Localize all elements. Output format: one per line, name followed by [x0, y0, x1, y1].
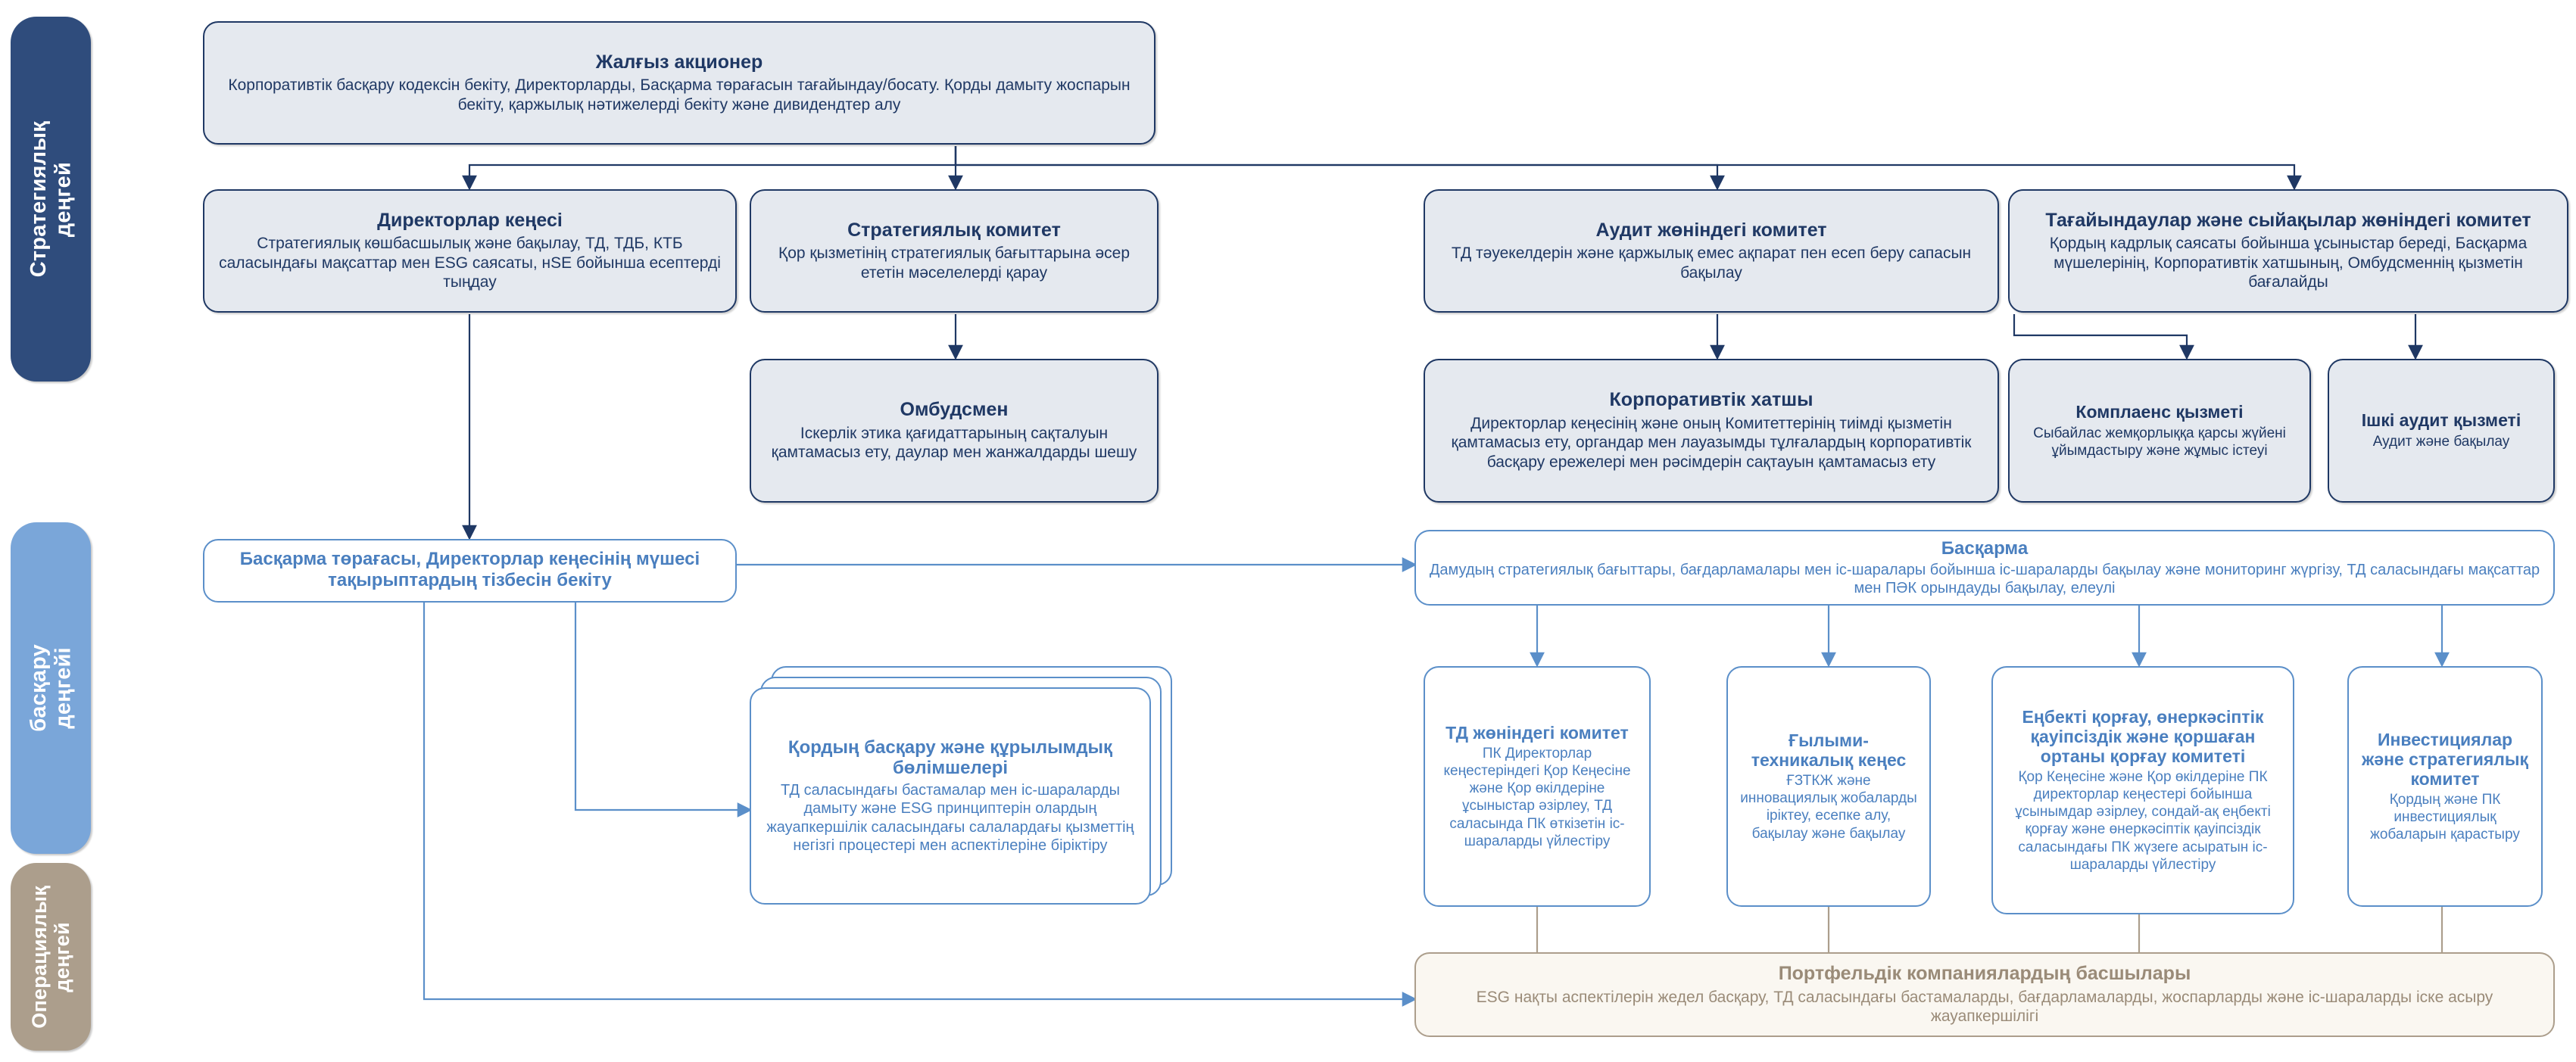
node-corporate-secretary-body: Директорлар кеңесінің және оның Комитетт… — [1451, 414, 1972, 471]
node-hse-committee[interactable]: Еңбекті қорғау, өнеркәсіптік қауіпсіздік… — [1991, 666, 2294, 914]
node-investment-strategic-committee-body: Қордың және ПК инвестициялық жобаларын қ… — [2370, 791, 2520, 843]
level-rail-management: басқару деңгейі — [11, 522, 91, 854]
node-shareholder-body: Корпоративтік басқару кодексін бекіту, Д… — [228, 76, 1131, 114]
node-nomination-remuneration-committee-title: Тағайындаулар және сыйақылар жөніндегі к… — [2045, 209, 2531, 231]
node-strategy-committee[interactable]: Стратегиялық комитет Қор қызметінің стра… — [750, 189, 1159, 313]
node-ombudsman-title: Омбудсмен — [900, 399, 1009, 421]
node-corporate-secretary-title: Корпоративтік хатшы — [1609, 389, 1813, 411]
node-management-board-title: Басқарма — [1941, 537, 2029, 559]
node-portfolio-company-heads-body: ESG нақты аспектілерін жедел басқару, ТД… — [1476, 988, 2493, 1026]
node-audit-committee-title: Аудит жөніндегі комитет — [1595, 219, 1827, 241]
node-audit-committee[interactable]: Аудит жөніндегі комитет ТД тәуекелдерін … — [1424, 189, 1999, 313]
node-audit-committee-body: ТД тәуекелдерін және қаржылық емес ақпар… — [1451, 244, 1972, 282]
node-compliance-service-title: Комплаенс қызметі — [2075, 401, 2244, 422]
node-strategy-committee-body: Қор қызметінің стратегиялық бағыттарына … — [778, 244, 1131, 282]
node-chairman-of-management-board[interactable]: Басқарма төрағасы, Директорлар кеңесінің… — [203, 539, 737, 603]
node-scientific-technical-council[interactable]: Ғылыми-техникалық кеңес ҒЗТКЖ және иннов… — [1726, 666, 1931, 907]
node-board-of-directors-title: Директорлар кеңесі — [377, 209, 563, 231]
level-label-management: басқару деңгейі — [26, 644, 75, 732]
node-internal-audit-service-body: Аудит және бақылау — [2372, 434, 2510, 450]
node-ombudsman-body: Іскерлік этика қағидаттарының сақталуын … — [771, 424, 1137, 462]
node-board-of-directors-body: Стратегиялық көшбасшылық және бақылау, Т… — [219, 235, 721, 291]
node-management-board-body: Дамудың стратегиялық бағыттары, бағдарла… — [1429, 561, 2540, 597]
node-hse-committee-body: Қор Кеңесіне және Қор өкілдеріне ПК дире… — [2015, 768, 2271, 873]
node-td-committee-body: ПК Директорлар кеңестеріндегі Қор Кеңесі… — [1443, 745, 1631, 849]
level-rail-strategic: Стратегиялық деңгей — [11, 17, 91, 382]
node-board-of-directors[interactable]: Директорлар кеңесі Стратегиялық көшбасшы… — [203, 189, 737, 313]
node-portfolio-company-heads-title: Портфельдік компаниялардың басшылары — [1778, 963, 2191, 985]
node-compliance-service[interactable]: Комплаенс қызметі Сыбайлас жемқорлыққа қ… — [2008, 359, 2311, 503]
node-internal-audit-service[interactable]: Ішкі аудит қызметі Аудит және бақылау — [2328, 359, 2555, 503]
node-chairman-of-management-board-title: Басқарма төрағасы, Директорлар кеңесінің… — [239, 549, 700, 590]
node-corporate-secretary[interactable]: Корпоративтік хатшы Директорлар кеңесіні… — [1424, 359, 1999, 503]
node-investment-strategic-committee[interactable]: Инвестициялар және стратегиялық комитет … — [2347, 666, 2543, 907]
level-rail-operational: Операциялық деңгей — [11, 863, 91, 1051]
node-strategy-committee-title: Стратегиялық комитет — [847, 219, 1061, 241]
node-investment-strategic-committee-title: Инвестициялар және стратегиялық комитет — [2361, 729, 2529, 789]
node-structural-units-body: ТД саласындағы бастамалар мен іс-шаралар… — [766, 781, 1134, 854]
node-shareholder-title: Жалғыз акционер — [595, 51, 763, 73]
node-structural-units-stack[interactable]: Қордың басқару және құрылымдық бөлімшеле… — [750, 666, 1181, 905]
level-label-operational: Операциялық деңгей — [27, 885, 73, 1029]
node-internal-audit-service-title: Ішкі аудит қызметі — [2361, 410, 2521, 431]
node-management-board[interactable]: Басқарма Дамудың стратегиялық бағыттары,… — [1414, 530, 2555, 606]
node-compliance-service-body: Сыбайлас жемқорлыққа қарсы жүйені ұйымда… — [2033, 425, 2286, 459]
node-scientific-technical-council-body: ҒЗТКЖ және инновациялық жобаларды ірікте… — [1740, 773, 1917, 842]
node-nomination-remuneration-committee[interactable]: Тағайындаулар және сыйақылар жөніндегі к… — [2008, 189, 2568, 313]
level-label-strategic: Стратегиялық деңгей — [26, 120, 75, 278]
node-td-committee-title: ТД жөніндегі комитет — [1445, 722, 1629, 743]
node-structural-units[interactable]: Қордың басқару және құрылымдық бөлімшеле… — [750, 687, 1151, 905]
node-structural-units-title: Қордың басқару және құрылымдық бөлімшеле… — [787, 737, 1113, 779]
node-portfolio-company-heads[interactable]: Портфельдік компаниялардың басшылары ESG… — [1414, 952, 2555, 1037]
node-hse-committee-title: Еңбекті қорғау, өнеркәсіптік қауіпсіздік… — [2022, 707, 2264, 766]
node-shareholder[interactable]: Жалғыз акционер Корпоративтік басқару ко… — [203, 21, 1155, 145]
node-td-committee[interactable]: ТД жөніндегі комитет ПК Директорлар кеңе… — [1424, 666, 1651, 907]
node-ombudsman[interactable]: Омбудсмен Іскерлік этика қағидаттарының … — [750, 359, 1159, 503]
node-nomination-remuneration-committee-body: Қордың кадрлық саясаты бойынша ұсыныстар… — [2049, 235, 2528, 291]
node-scientific-technical-council-title: Ғылыми-техникалық кеңес — [1751, 730, 1907, 771]
